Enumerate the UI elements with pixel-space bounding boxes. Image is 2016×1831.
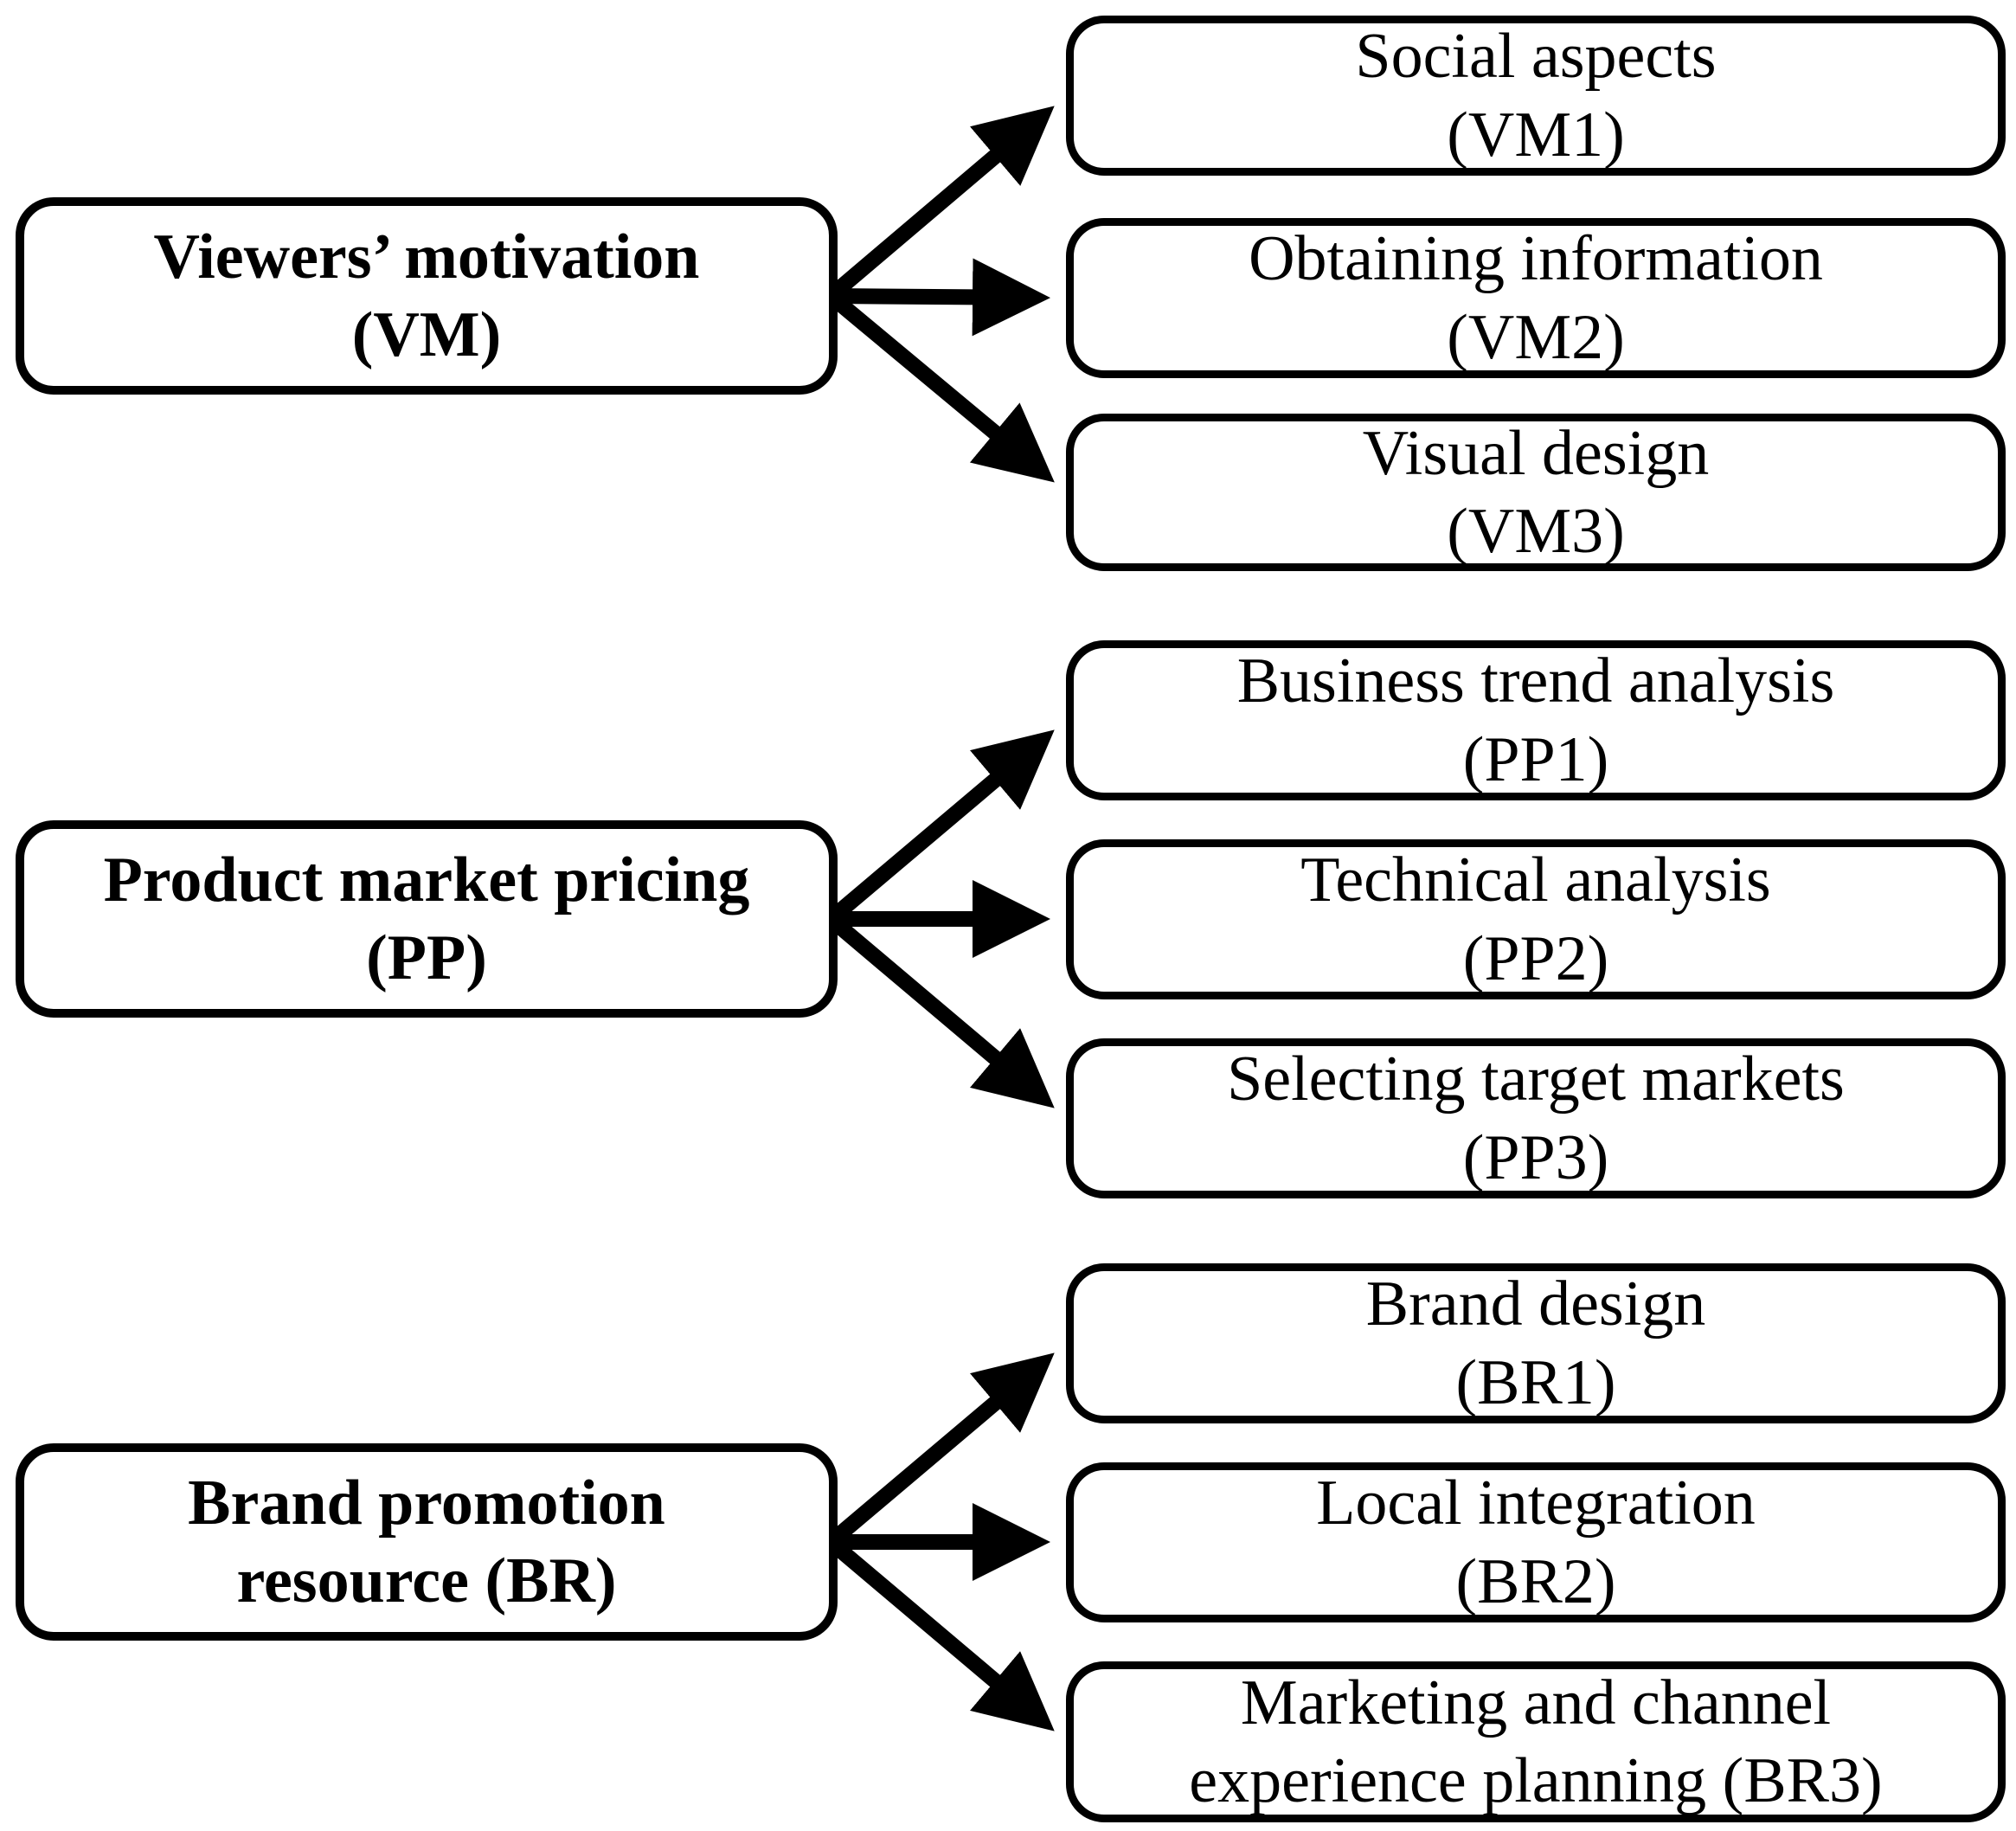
child-box-vm1-line2: (VM1): [1447, 99, 1625, 170]
child-box-pp2-line2: (PP2): [1462, 922, 1609, 994]
arrow-pp-pp3: [825, 913, 1055, 1108]
child-box-pp1-line2: (PP1): [1462, 723, 1609, 795]
parent-box-br: Brand promotion resource (BR): [16, 1443, 838, 1641]
child-box-pp2-line1: Technical analysis: [1300, 845, 1771, 916]
arrow-br-br1: [825, 1352, 1055, 1548]
child-box-vm1: Social aspects (VM1): [1066, 16, 2006, 176]
arrow-vm-vm3: [825, 290, 1055, 483]
parent-box-vm-line1: Viewers’ motivation: [153, 221, 700, 292]
child-box-vm2-line1: Obtaining information: [1249, 223, 1823, 295]
child-box-vm1-line1: Social aspects: [1355, 21, 1717, 93]
child-box-br3: Marketing and channel experience plannin…: [1066, 1661, 2006, 1822]
child-box-pp1-line1: Business trend analysis: [1236, 646, 1835, 717]
child-box-vm2-line2: (VM2): [1447, 301, 1625, 373]
child-box-pp3-line1: Selecting target markets: [1227, 1044, 1845, 1115]
parent-box-br-line2: resource (BR): [236, 1545, 617, 1616]
arrow-pp-pp1: [825, 729, 1055, 925]
arrow-vm-vm2: [830, 258, 1050, 337]
parent-box-vm: Viewers’ motivation (VM): [16, 197, 838, 395]
parent-box-br-line1: Brand promotion: [188, 1467, 665, 1539]
child-box-vm2: Obtaining information (VM2): [1066, 218, 2006, 378]
child-box-pp2: Technical analysis (PP2): [1066, 839, 2006, 999]
parent-box-vm-line2: (VM): [351, 299, 502, 370]
child-box-vm3-line1: Visual design: [1362, 417, 1710, 489]
parent-box-pp-line2: (PP): [366, 922, 487, 993]
child-box-br1: Brand design (BR1): [1066, 1263, 2006, 1423]
child-box-br2-line1: Local integration: [1316, 1468, 1756, 1539]
child-box-pp1: Business trend analysis (PP1): [1066, 640, 2006, 800]
arrow-br-br3: [825, 1536, 1055, 1731]
arrow-vm-vm1: [825, 106, 1055, 302]
parent-box-pp: Product market pricing (PP): [16, 820, 838, 1018]
child-box-br2: Local integration (BR2): [1066, 1462, 2006, 1622]
child-box-br1-line2: (BR1): [1455, 1346, 1616, 1418]
child-box-pp3-line2: (PP3): [1462, 1121, 1609, 1193]
parent-box-pp-line1: Product market pricing: [103, 844, 750, 916]
child-box-pp3: Selecting target markets (PP3): [1066, 1038, 2006, 1198]
child-box-vm3-line2: (VM3): [1447, 496, 1625, 567]
child-box-br1-line1: Brand design: [1365, 1269, 1706, 1340]
child-box-br3-line1: Marketing and channel: [1240, 1667, 1832, 1738]
child-box-br2-line2: (BR2): [1455, 1545, 1616, 1617]
child-box-vm3: Visual design (VM3): [1066, 414, 2006, 571]
child-box-br3-line2: experience planning (BR3): [1189, 1745, 1883, 1816]
